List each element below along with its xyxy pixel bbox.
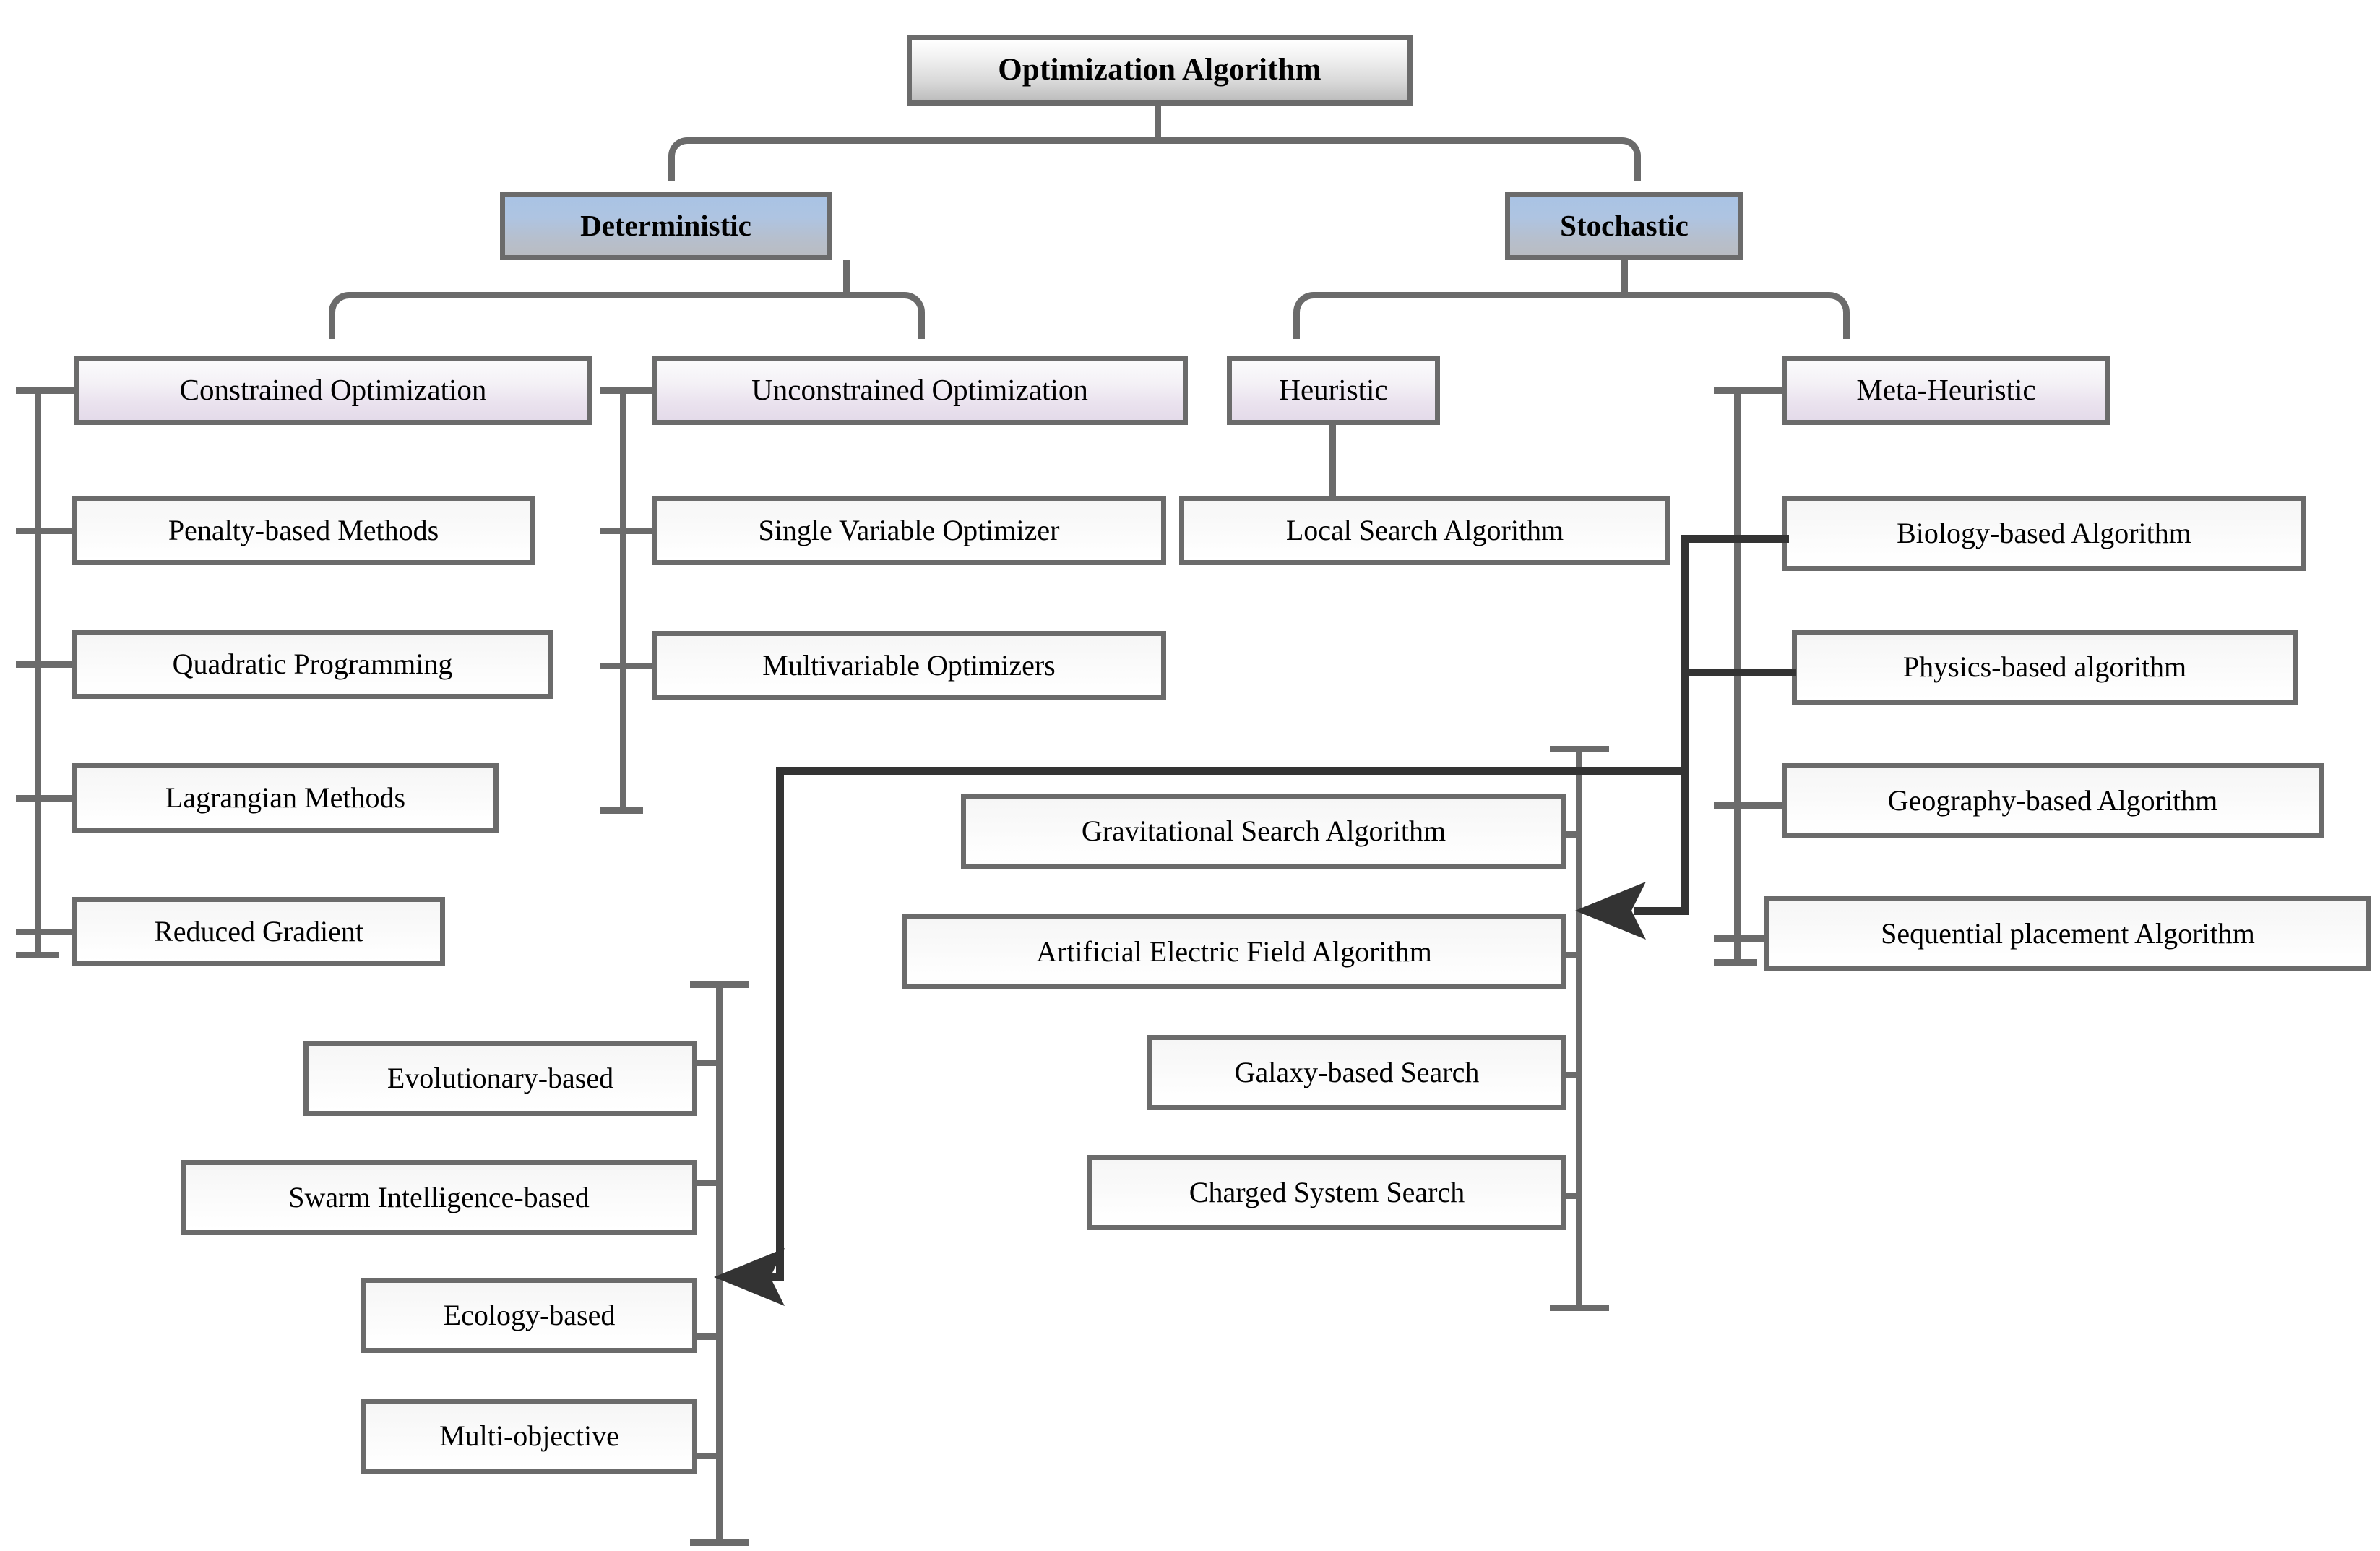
connector-root-to-deterministic <box>668 137 1165 181</box>
node-ecology-based[interactable]: Ecology-based <box>361 1278 697 1353</box>
node-label: Stochastic <box>1560 208 1689 242</box>
connector-deterministic-stem <box>843 260 850 295</box>
node-single-variable-optimizer[interactable]: Single Variable Optimizer <box>652 496 1166 565</box>
link-biology-seg-h1 <box>1681 535 1789 543</box>
spine-cap-bottom-unconstrained <box>600 807 643 814</box>
spine-stub-metaheuristic-3 <box>1714 802 1789 809</box>
node-label: Charged System Search <box>1189 1176 1465 1208</box>
node-label: Galaxy-based Search <box>1234 1056 1480 1088</box>
spine-stub-unconstrained-0 <box>600 387 659 394</box>
spine-stub-unconstrained-1 <box>600 528 659 534</box>
node-local-search-algorithm[interactable]: Local Search Algorithm <box>1179 496 1670 565</box>
spine-cap-top-physics-expansion <box>1550 746 1609 752</box>
node-reduced-gradient[interactable]: Reduced Gradient <box>72 897 445 966</box>
node-galaxy-based-search[interactable]: Galaxy-based Search <box>1147 1035 1566 1110</box>
connector-stochastic-stem <box>1621 260 1628 295</box>
spine-cap-bottom-metaheuristic <box>1714 959 1757 966</box>
link-biology-seg-v2 <box>776 767 784 1281</box>
node-quadratic-programming[interactable]: Quadratic Programming <box>72 630 553 699</box>
spine-cap-top-biology-expansion <box>690 981 749 988</box>
node-deterministic[interactable]: Deterministic <box>500 192 832 260</box>
spine-unconstrained-group <box>620 387 626 814</box>
spine-stub-metaheuristic-4 <box>1714 935 1789 942</box>
spine-stub-metaheuristic-0 <box>1714 387 1789 394</box>
spine-stub-unconstrained-2 <box>600 663 659 669</box>
node-unconstrained-optimization[interactable]: Unconstrained Optimization <box>652 356 1188 425</box>
node-multi-objective[interactable]: Multi-objective <box>361 1399 697 1474</box>
node-sequential-placement-algorithm[interactable]: Sequential placement Algorithm <box>1764 896 2371 971</box>
link-biology-seg-v1 <box>1681 535 1689 775</box>
link-physics-seg-h2 <box>1634 907 1689 915</box>
node-artificial-electric-field-algorithm[interactable]: Artificial Electric Field Algorithm <box>902 914 1566 989</box>
spine-stub-constrained-0 <box>16 387 79 394</box>
node-biology-based-algorithm[interactable]: Biology-based Algorithm <box>1782 496 2306 571</box>
node-label: Unconstrained Optimization <box>751 373 1088 407</box>
node-label: Swarm Intelligence-based <box>288 1181 590 1213</box>
node-label: Ecology-based <box>443 1299 616 1331</box>
link-physics-seg-v1 <box>1681 669 1689 914</box>
spine-cap-bottom-biology-expansion <box>690 1539 749 1546</box>
spine-biology-expansion <box>716 981 723 1545</box>
connector-root-stem <box>1155 106 1161 140</box>
node-heuristic[interactable]: Heuristic <box>1227 356 1440 425</box>
spine-stub-constrained-2 <box>16 661 79 668</box>
connector-stochastic-to-heuristic <box>1293 292 1631 339</box>
connector-deterministic-to-constrained <box>329 292 853 339</box>
node-optimization-algorithm[interactable]: Optimization Algorithm <box>907 35 1413 106</box>
node-label: Heuristic <box>1279 373 1388 407</box>
node-label: Quadratic Programming <box>172 648 453 680</box>
node-label: Reduced Gradient <box>154 915 363 948</box>
spine-metaheuristic-group <box>1734 387 1741 966</box>
connector-stochastic-to-metaheuristic <box>1624 292 1850 339</box>
spine-cap-bottom-constrained <box>16 952 59 958</box>
node-label: Local Search Algorithm <box>1285 514 1564 546</box>
node-label: Geography-based Algorithm <box>1887 784 2218 817</box>
node-swarm-intelligence-based[interactable]: Swarm Intelligence-based <box>181 1160 697 1235</box>
node-lagrangian-methods[interactable]: Lagrangian Methods <box>72 763 499 833</box>
node-label: Constrained Optimization <box>179 373 487 407</box>
node-evolutionary-based[interactable]: Evolutionary-based <box>303 1041 697 1116</box>
node-charged-system-search[interactable]: Charged System Search <box>1087 1155 1566 1230</box>
node-physics-based-algorithm[interactable]: Physics-based algorithm <box>1792 630 2298 705</box>
spine-constrained-group <box>35 387 41 958</box>
node-label: Meta-Heuristic <box>1856 373 2036 407</box>
node-label: Lagrangian Methods <box>165 781 406 814</box>
node-label: Evolutionary-based <box>387 1062 614 1094</box>
link-biology-seg-h2 <box>776 767 1689 775</box>
node-meta-heuristic[interactable]: Meta-Heuristic <box>1782 356 2110 425</box>
node-multivariable-optimizers[interactable]: Multivariable Optimizers <box>652 631 1166 700</box>
spine-physics-expansion <box>1576 746 1582 1311</box>
node-constrained-optimization[interactable]: Constrained Optimization <box>74 356 592 425</box>
node-label: Physics-based algorithm <box>1902 650 2187 683</box>
spine-stub-constrained-4 <box>16 929 79 935</box>
node-label: Sequential placement Algorithm <box>1881 917 2255 950</box>
node-label: Gravitational Search Algorithm <box>1081 815 1446 847</box>
node-stochastic[interactable]: Stochastic <box>1505 192 1743 260</box>
node-label: Penalty-based Methods <box>168 514 439 546</box>
node-gravitational-search-algorithm[interactable]: Gravitational Search Algorithm <box>961 794 1566 869</box>
node-label: Multi-objective <box>439 1419 619 1452</box>
node-label: Deterministic <box>580 208 751 242</box>
spine-cap-bottom-physics-expansion <box>1550 1305 1609 1311</box>
spine-stub-constrained-1 <box>16 528 79 534</box>
node-label: Single Variable Optimizer <box>758 514 1060 546</box>
link-physics-seg-h1 <box>1681 669 1796 676</box>
node-label: Biology-based Algorithm <box>1897 517 2191 549</box>
connector-deterministic-to-unconstrained <box>846 292 925 339</box>
node-label: Artificial Electric Field Algorithm <box>1036 935 1432 968</box>
node-label: Optimization Algorithm <box>998 53 1321 87</box>
connector-heuristic-to-local-search <box>1329 425 1336 497</box>
node-penalty-based-methods[interactable]: Penalty-based Methods <box>72 496 535 565</box>
spine-stub-constrained-3 <box>16 795 79 802</box>
node-geography-based-algorithm[interactable]: Geography-based Algorithm <box>1782 763 2324 838</box>
node-label: Multivariable Optimizers <box>762 649 1056 682</box>
connector-root-to-stochastic <box>1157 137 1641 181</box>
